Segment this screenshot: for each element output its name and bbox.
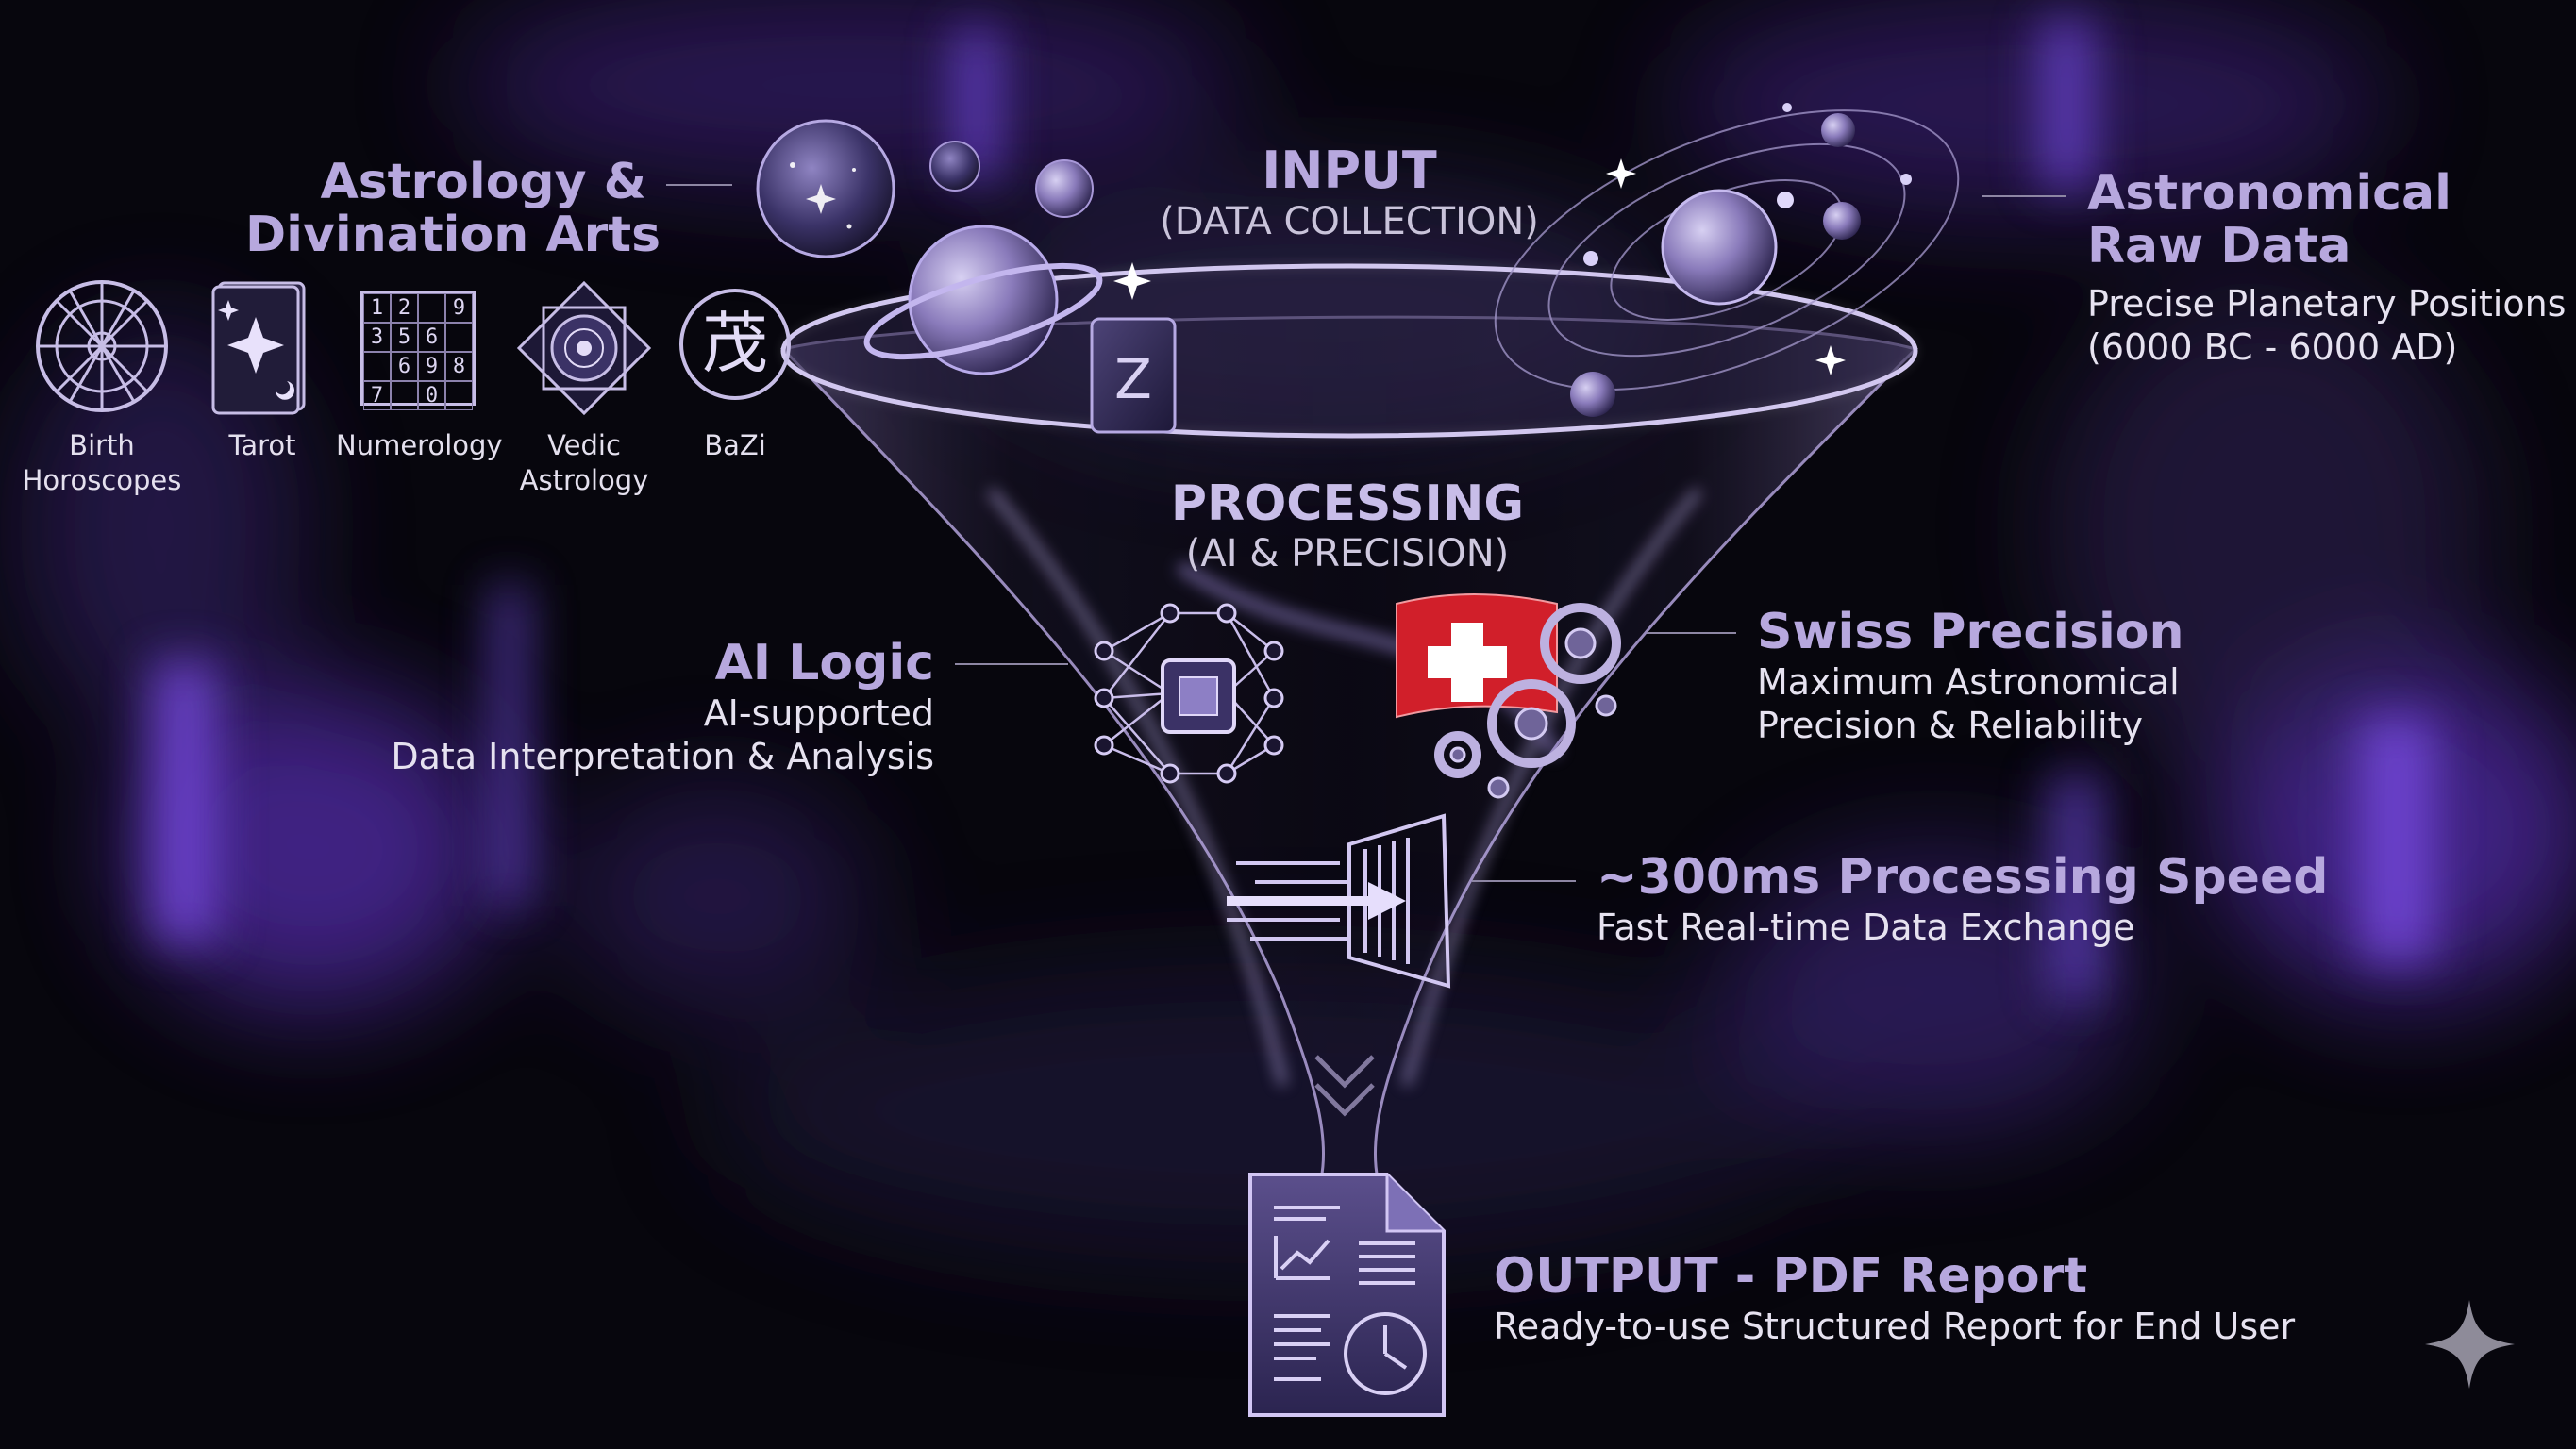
ai-logic-desc-line1: AI-supported [703, 692, 934, 734]
astronomical-title-line2: Raw Data [2087, 218, 2351, 275]
label-bazi: BaZi [679, 428, 791, 463]
neural-network-icon [1095, 604, 1283, 783]
grid-cell: 1 [363, 293, 391, 323]
grid-cell [445, 323, 473, 352]
label-line: Tarot [228, 429, 296, 461]
grid-cell: 9 [418, 352, 445, 381]
speed-arrow-icon [1225, 813, 1451, 988]
connector-swiss [1647, 632, 1736, 634]
label-line: Birth [69, 429, 135, 461]
ai-logic-title: AI Logic [714, 635, 934, 691]
astronomical-desc-line1: Precise Planetary Positions [2087, 283, 2567, 325]
grid-cell: 0 [418, 381, 445, 410]
connector-ai-logic [955, 663, 1068, 665]
speed-title: ~300ms Processing Speed [1597, 849, 2329, 906]
ai-logic-section: AI Logic AI-supported Data Interpretatio… [359, 635, 934, 778]
processing-subtitle: (AI & PRECISION) [1185, 532, 1510, 575]
speed-section: ~300ms Processing Speed Fast Real-time D… [1597, 849, 2328, 949]
input-planets-icon [755, 118, 1189, 439]
svg-text:Z: Z [1114, 347, 1152, 411]
output-section: OUTPUT - PDF Report Ready-to-use Structu… [1494, 1248, 2295, 1348]
grid-cell: 9 [445, 293, 473, 323]
astrology-title-line2: Divination Arts [245, 207, 661, 263]
connector-astrology [666, 184, 732, 186]
connector-speed [1472, 880, 1576, 882]
tarot-card-icon [211, 281, 306, 415]
grid-cell [418, 293, 445, 323]
grid-cell [391, 381, 418, 410]
swiss-section: Swiss Precision Maximum Astronomical Pre… [1757, 604, 2184, 747]
grid-cell: 8 [445, 352, 473, 381]
grid-cell: 2 [391, 293, 418, 323]
swiss-desc-line1: Maximum Astronomical [1757, 661, 2180, 703]
ai-logic-desc-line2: Data Interpretation & Analysis [391, 736, 934, 777]
planets-orbit-icon [1491, 104, 1982, 415]
bazi-character-icon: 茂 [679, 289, 791, 400]
swiss-title: Swiss Precision [1757, 604, 2184, 660]
label-vedic-astrology: Vedic Astrology [509, 428, 660, 498]
astronomical-title-line1: Astronomical [2087, 165, 2451, 222]
sphere-planet [756, 119, 895, 258]
label-line: BaZi [704, 429, 766, 461]
grid-cell: 7 [363, 381, 391, 410]
number-grid-icon: 1 2 9 3 5 6 6 9 8 7 0 [360, 291, 476, 410]
grid-cell [363, 352, 391, 381]
output-desc: Ready-to-use Structured Report for End U… [1494, 1306, 2296, 1347]
label-birth-horoscopes: Birth Horoscopes [17, 428, 187, 498]
zodiac-wheel-icon [36, 280, 168, 412]
grid-cell: 6 [418, 323, 445, 352]
processing-title: PROCESSING [1170, 475, 1525, 532]
label-line: Astrology [519, 464, 649, 496]
label-line: Numerology [336, 429, 503, 461]
output-title: OUTPUT - PDF Report [1494, 1248, 2088, 1305]
label-numerology: Numerology [336, 428, 503, 463]
connector-astronomical [1982, 195, 2066, 197]
pdf-document-icon [1247, 1172, 1447, 1419]
swiss-desc-line2: Precision & Reliability [1757, 705, 2144, 746]
vedic-chart-icon [516, 280, 652, 416]
speed-desc: Fast Real-time Data Exchange [1597, 907, 2135, 948]
input-section: INPUT (DATA COLLECTION) [1113, 141, 1585, 244]
label-line: Horoscopes [22, 464, 182, 496]
processing-section: PROCESSING (AI & PRECISION) [1112, 476, 1583, 576]
grid-cell: 3 [363, 323, 391, 352]
astronomical-desc-line2: (6000 BC - 6000 AD) [2087, 326, 2458, 368]
astrology-title-line1: Astrology & [320, 154, 646, 210]
swiss-flag-gears-icon [1395, 590, 1621, 797]
grid-cell: 6 [391, 352, 418, 381]
bazi-glyph: 茂 [702, 305, 768, 382]
label-tarot: Tarot [196, 428, 328, 463]
sparkle-icon [2423, 1298, 2517, 1392]
input-subtitle: (DATA COLLECTION) [1160, 200, 1539, 243]
grid-cell: 5 [391, 323, 418, 352]
grid-cell [445, 381, 473, 410]
astronomical-section: Astronomical Raw Data Precise Planetary … [2087, 167, 2566, 369]
astrology-heading: Astrology & Divination Arts [245, 154, 661, 263]
label-line: Vedic [547, 429, 621, 461]
input-title: INPUT [1262, 141, 1437, 200]
